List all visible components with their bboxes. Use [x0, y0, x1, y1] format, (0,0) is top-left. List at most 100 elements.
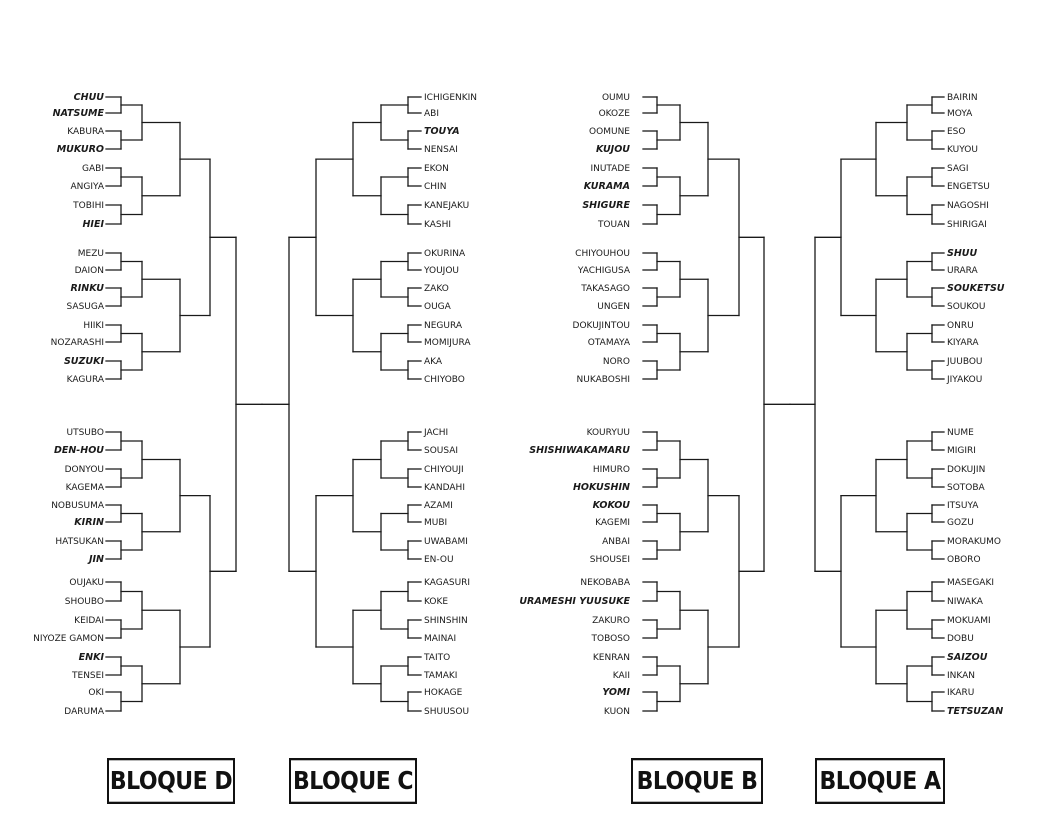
block-a-label: BLOQUE A: [815, 758, 945, 804]
entrant-name: MEZU: [78, 249, 104, 259]
entrant-name: MASEGAKI: [947, 578, 994, 588]
entrant-name: OUMU: [602, 93, 630, 103]
entrant-name: MOKUAMI: [947, 616, 991, 626]
entrant-name: YOUJOU: [423, 266, 459, 276]
entrant-name: KAII: [613, 671, 630, 681]
entrant-name: ESO: [947, 127, 965, 137]
entrant-name: DONYOU: [65, 465, 104, 475]
entrant-name: RINKU: [70, 283, 104, 294]
entrant-name: NAGOSHI: [947, 201, 989, 211]
entrant-name: KAGEMA: [66, 483, 105, 493]
entrant-name: CHIYOBO: [424, 375, 465, 385]
entrant-name: INKAN: [947, 671, 975, 681]
entrant-name: KOURYUU: [587, 428, 630, 438]
entrant-name: OUJAKU: [69, 578, 104, 588]
entrant-name: ONRU: [947, 321, 974, 331]
entrant-name: HATSUKAN: [55, 537, 104, 547]
entrant-name: URARA: [947, 266, 979, 276]
entrant-name: MOYA: [947, 109, 973, 119]
entrant-name: JIN: [87, 554, 104, 565]
entrant-name: NUME: [947, 428, 974, 438]
entrant-name: MORAKUMO: [947, 537, 1001, 547]
entrant-name: KENRAN: [593, 653, 630, 663]
entrant-name: JUUBOU: [946, 357, 983, 367]
entrant-name: MIGIRI: [947, 446, 976, 456]
entrant-name: KOKE: [424, 597, 448, 607]
entrant-name: UTSUBO: [67, 428, 105, 438]
entrant-name: ICHIGENKIN: [424, 93, 477, 103]
entrant-name: TETSUZAN: [947, 706, 1003, 717]
entrant-name: OKOZE: [599, 109, 631, 119]
entrant-name: NENSAI: [424, 145, 458, 155]
entrant-name: UNGEN: [597, 302, 630, 312]
block-c-label: BLOQUE C: [289, 758, 417, 804]
entrant-name: MUKURO: [57, 144, 104, 155]
entrant-name: SASUGA: [67, 302, 105, 312]
entrant-name: HOKUSHIN: [573, 482, 630, 493]
entrant-name: DOBU: [947, 634, 974, 644]
entrant-name: TOUYA: [424, 126, 460, 137]
entrant-name: OKURINA: [424, 249, 466, 259]
entrant-name: AZAMI: [424, 501, 453, 511]
entrant-name: TOBIHI: [72, 201, 104, 211]
entrant-name: NIYOZE GAMON: [33, 634, 104, 644]
entrant-name: NOZARASHI: [51, 338, 104, 348]
entrant-name: CHIYOUHOU: [575, 249, 630, 259]
entrant-name: ITSUYA: [947, 501, 979, 511]
entrant-name: KAGEMI: [595, 518, 630, 528]
entrant-name: SHUU: [947, 248, 978, 259]
entrant-name: BAIRIN: [947, 93, 978, 103]
entrant-name: TENSEI: [71, 671, 104, 681]
entrant-name: ENKI: [79, 652, 105, 663]
entrant-name: DOKUJIN: [947, 465, 985, 475]
entrant-name: KANDAHI: [424, 483, 465, 493]
block-b-label: BLOQUE B: [631, 758, 763, 804]
entrant-name: KURAMA: [584, 181, 630, 192]
entrant-name: SAIZOU: [947, 652, 988, 663]
entrant-name: HIMURO: [593, 465, 630, 475]
entrant-name: DEN-HOU: [54, 445, 104, 456]
entrant-name: HOKAGE: [424, 688, 463, 698]
entrant-name: ABI: [424, 109, 439, 119]
block-d-label: BLOQUE D: [107, 758, 235, 804]
entrant-name: KAGASURI: [424, 578, 470, 588]
entrant-name: KABURA: [67, 127, 105, 137]
entrant-name: ANBAI: [602, 537, 630, 547]
entrant-name: NORO: [603, 357, 630, 367]
entrant-name: OKI: [88, 688, 104, 698]
entrant-name: HIIKI: [83, 321, 104, 331]
entrant-name: TAITO: [423, 653, 450, 663]
entrant-name: KUJOU: [596, 144, 630, 155]
entrant-name: KANEJAKU: [424, 201, 469, 211]
entrant-name: NEGURA: [424, 321, 463, 331]
entrant-name: SHOUBO: [65, 597, 104, 607]
entrant-name: SHIRIGAI: [947, 220, 987, 230]
entrant-name: GABI: [82, 164, 104, 174]
entrant-name: IKARU: [947, 688, 974, 698]
entrant-name: TOBOSO: [591, 634, 630, 644]
entrant-name: ENGETSU: [947, 182, 990, 192]
entrant-name: SHIGURE: [582, 200, 630, 211]
entrant-name: INUTADE: [590, 164, 630, 174]
entrant-name: TOUAN: [597, 220, 630, 230]
entrant-name: KUYOU: [947, 145, 978, 155]
entrant-name: AKA: [424, 357, 443, 367]
entrant-name: SAGI: [947, 164, 969, 174]
entrant-name: KIRIN: [74, 517, 104, 528]
entrant-name: NATSUME: [53, 108, 105, 119]
entrant-name: OUGA: [424, 302, 452, 312]
entrant-name: EKON: [424, 164, 449, 174]
entrant-name: SOUSAI: [424, 446, 458, 456]
entrant-name: SHISHIWAKAMARU: [529, 445, 630, 456]
entrant-name: DARUMA: [64, 707, 105, 717]
entrant-name: SUZUKI: [64, 356, 105, 367]
entrant-name: CHUU: [74, 92, 105, 103]
entrant-name: NIWAKA: [947, 597, 984, 607]
entrant-name: HIEI: [82, 219, 104, 230]
entrant-name: KIYARA: [947, 338, 979, 348]
entrant-name: SHOUSEI: [590, 555, 630, 565]
entrant-name: SOUKOU: [947, 302, 985, 312]
entrant-name: TAKASAGO: [580, 284, 630, 294]
